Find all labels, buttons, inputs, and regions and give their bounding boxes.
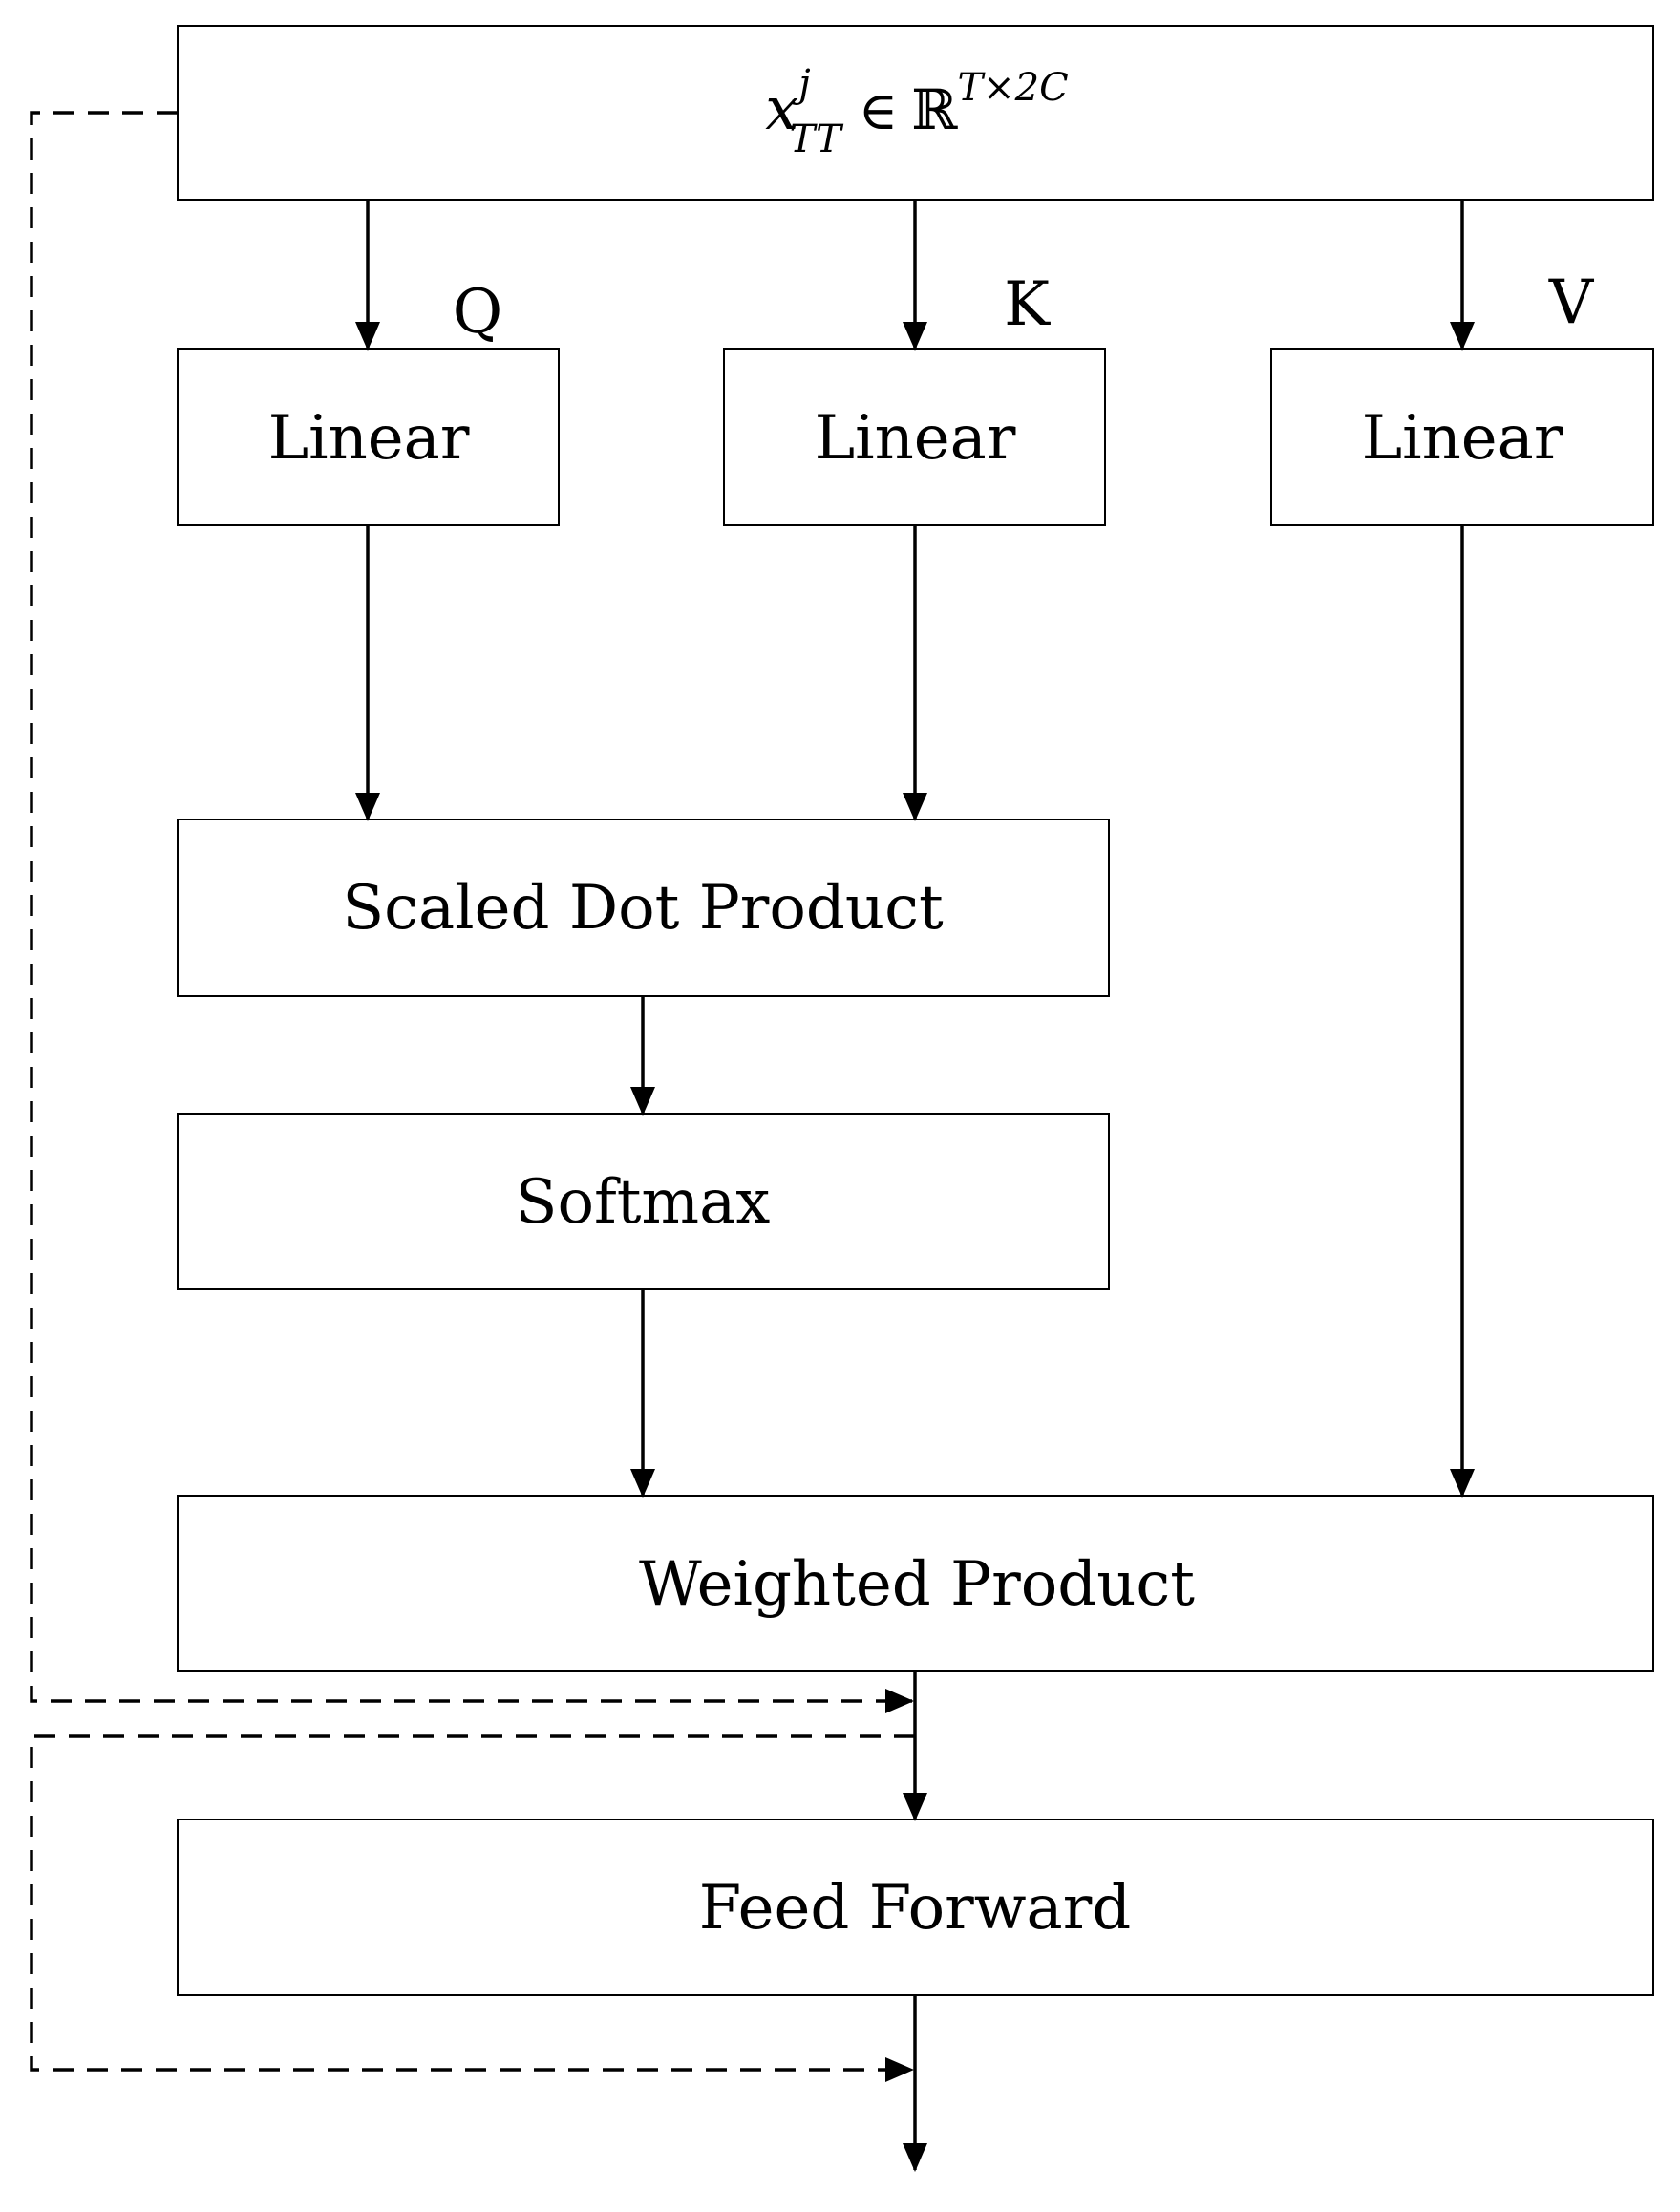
linear-v-box — [1270, 348, 1654, 526]
weighted-product-label: Weighted Product — [639, 1549, 1195, 1620]
scaled-dot-product-box — [177, 819, 1110, 997]
label-v: V — [1548, 267, 1595, 338]
feed-forward-box — [177, 1819, 1654, 1996]
input-box — [177, 25, 1654, 201]
linear-q-box — [177, 348, 560, 526]
input-base: x — [765, 74, 798, 143]
linear-k-box — [723, 348, 1106, 526]
label-k: K — [1004, 269, 1051, 340]
real-set-symbol: ℝ — [911, 77, 958, 142]
label-q: Q — [453, 277, 502, 348]
linear-k-label: Linear — [815, 403, 1016, 474]
input-subscript: TT — [790, 117, 844, 161]
softmax-label: Softmax — [516, 1167, 771, 1238]
linear-q-label: Linear — [268, 403, 470, 474]
scaled-dot-product-label: Scaled Dot Product — [342, 873, 944, 944]
linear-v-label: Linear — [1362, 403, 1563, 474]
residual-input-to-add-1 — [30, 111, 914, 1713]
feed-forward-label: Feed Forward — [699, 1873, 1132, 1944]
residual-add-1-to-add-2 — [30, 1734, 915, 2082]
softmax-box — [177, 1113, 1110, 1290]
set-superscript: T×2C — [957, 66, 1068, 110]
member-symbol: ∈ — [859, 80, 898, 142]
